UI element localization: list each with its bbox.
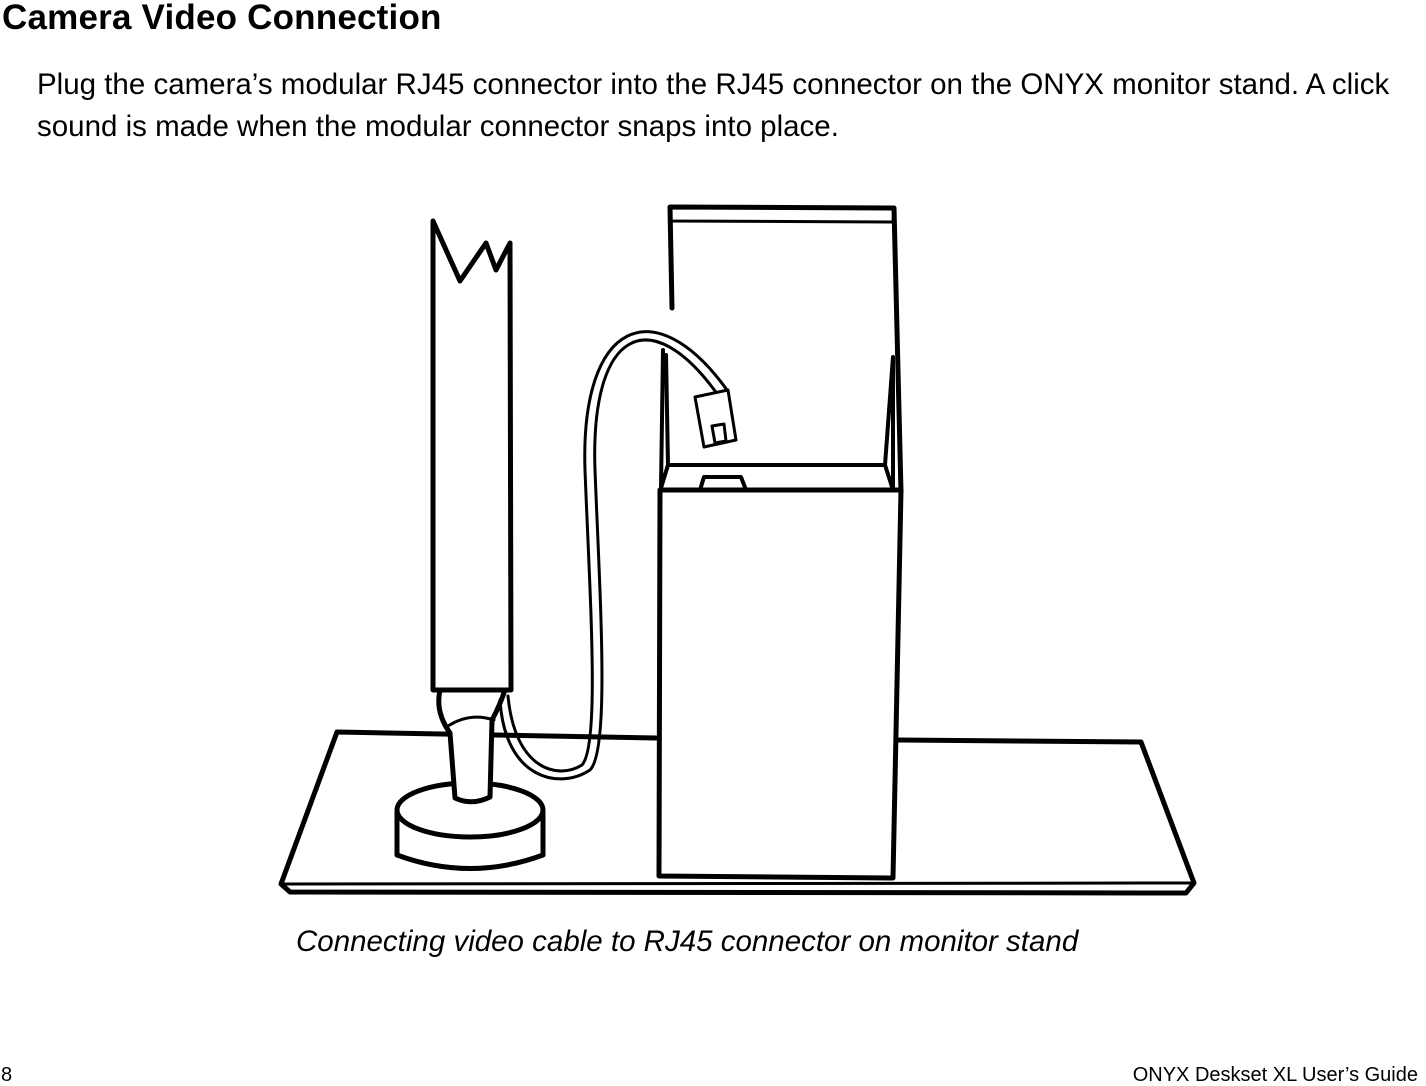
figure-caption: Connecting video cable to RJ45 connector… [296,925,1079,958]
footer-guide-title: ONYX Deskset XL User’s Guide [1132,1064,1418,1086]
monitor-stand-panel [667,204,904,495]
rj45-plug [693,388,738,449]
section-heading: Camera Video Connection [2,0,442,37]
page-number: 8 [1,1064,13,1086]
camera-column [430,218,514,693]
video-cable [498,330,729,781]
connection-illustration [278,204,1197,896]
instruction-paragraph: Plug the camera’s modular RJ45 connector… [37,68,1390,143]
monitor-stand-cavity [659,348,895,492]
monitor-stand-front [656,487,904,881]
camera-foot [394,780,546,871]
